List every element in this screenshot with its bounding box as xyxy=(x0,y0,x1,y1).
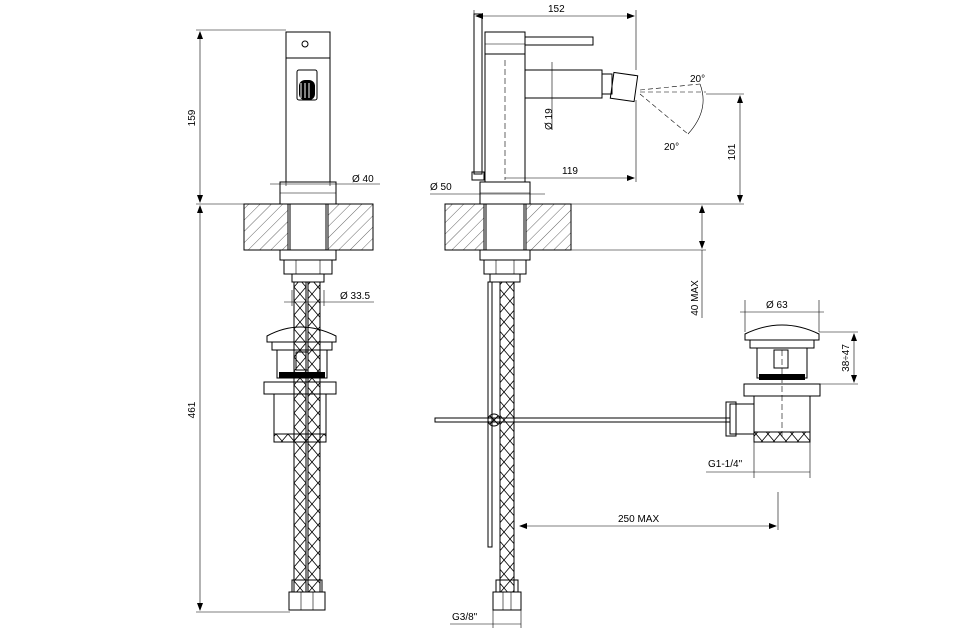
side-hose xyxy=(499,281,515,593)
front-view xyxy=(243,31,374,611)
side-view: 20° 20° xyxy=(434,13,731,611)
dim-base-diameter: Ø 50 xyxy=(430,182,452,193)
dim-height-spout: 159 xyxy=(187,109,198,126)
dim-rod-length: 250 MAX xyxy=(618,514,659,525)
dim-deck-thickness: 40 MAX xyxy=(690,280,701,316)
dim-spout-reach: 119 xyxy=(562,166,578,177)
dim-hose-thread: G3/8" xyxy=(452,612,478,623)
dim-total-length: 461 xyxy=(187,401,198,418)
side-dimensions: 152 Ø 19 119 Ø 50 101 40 MAX 250 MAX G3/… xyxy=(430,4,779,628)
side-lever xyxy=(484,31,526,55)
waste-view xyxy=(725,324,821,443)
dim-body-diameter: Ø 40 xyxy=(352,174,374,185)
waste-dimensions: Ø 63 38÷47 G1-1/4" xyxy=(706,300,858,478)
dim-angle-down: 20° xyxy=(664,142,679,153)
dim-waste-thread: G1-1/4" xyxy=(708,459,743,470)
dim-spout-diameter: Ø 19 xyxy=(544,108,555,130)
pull-rod xyxy=(434,417,731,423)
dim-nut-diameter: Ø 33.5 xyxy=(340,291,370,302)
front-body xyxy=(285,31,331,183)
front-dimensions: 159 461 Ø 40 Ø 33.5 xyxy=(187,29,380,613)
dim-waste-diameter: Ø 63 xyxy=(766,300,788,311)
dim-outlet-height: 101 xyxy=(727,143,738,160)
front-lever-knob xyxy=(296,69,318,101)
side-spout xyxy=(524,69,603,99)
dim-waste-height: 38÷47 xyxy=(841,344,852,372)
dim-angle-up: 20° xyxy=(690,74,705,85)
front-popup-waste xyxy=(263,326,337,443)
dim-width: 152 xyxy=(548,4,565,15)
waste-cap xyxy=(744,324,820,341)
